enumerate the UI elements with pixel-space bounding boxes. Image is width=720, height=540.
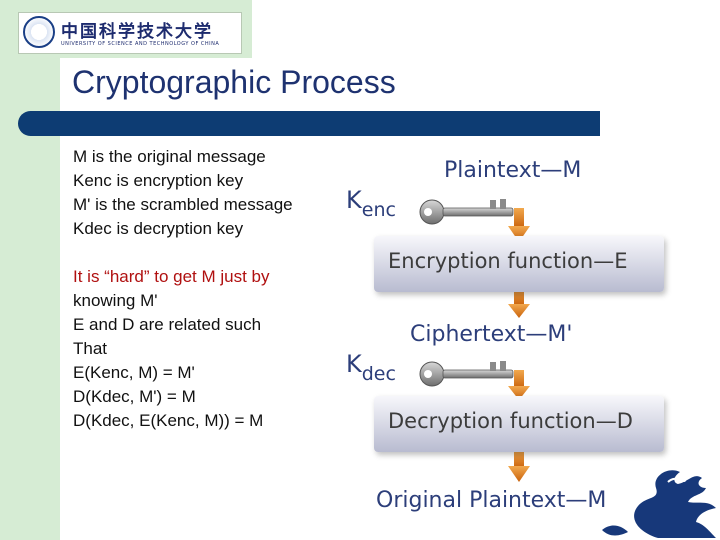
note-line: E(Kenc, M) = M' — [73, 363, 195, 382]
encryption-function-box: Encryption function—E — [374, 236, 664, 292]
original-plaintext-label: Original Plaintext—M — [376, 488, 607, 513]
logo-panel: 中国科学技术大学 University of Science and Techn… — [0, 0, 252, 58]
encryption-function-label: Encryption function—E — [388, 249, 628, 273]
note-line: knowing M' — [73, 291, 158, 310]
flow-arrow-icon — [508, 286, 530, 318]
university-logo: 中国科学技术大学 University of Science and Techn… — [18, 12, 242, 54]
note-line: E and D are related such — [73, 315, 262, 334]
note-line: It is “hard” to get M just by — [73, 267, 270, 286]
figure-graphics — [419, 199, 530, 482]
plaintext-label: Plaintext—M — [444, 158, 582, 183]
definition-line: M' is the scrambled message — [73, 195, 293, 214]
title-area — [60, 58, 720, 114]
definition-line: Kenc is encryption key — [73, 171, 244, 190]
note-line: D(Kdec, E(Kenc, M)) = M — [73, 411, 264, 430]
title-underline-bar — [18, 111, 600, 136]
left-decor-strip — [0, 0, 60, 540]
university-seal-icon — [23, 16, 55, 48]
definition-line: Kdec is decryption key — [73, 219, 244, 238]
decryption-key-icon — [419, 361, 514, 387]
note-line: D(Kdec, M') = M — [73, 387, 196, 406]
decryption-function-label: Decryption function—D — [388, 409, 633, 433]
flow-arrow-icon — [508, 208, 530, 242]
encryption-key-icon — [419, 199, 514, 225]
logo-chinese-text: 中国科学技术大学 — [61, 22, 213, 42]
flow-arrow-icon — [508, 370, 530, 400]
ciphertext-label: Ciphertext—M' — [410, 322, 573, 347]
flow-arrow-icon — [508, 450, 530, 482]
crypto-process-figure: Plaintext—M Kenc Encryption function—E C… — [340, 150, 664, 520]
key-dec-symbol: Kdec — [346, 350, 396, 385]
note-line: That — [73, 339, 108, 358]
slide-title: Cryptographic Process — [72, 64, 396, 100]
definition-line: M is the original message — [73, 147, 266, 166]
decryption-function-box: Decryption function—D — [374, 396, 664, 452]
dragon-emblem-icon — [602, 470, 716, 538]
logo-english-text: University of Science and Technology of … — [61, 41, 220, 47]
key-enc-symbol: Kenc — [346, 186, 396, 221]
